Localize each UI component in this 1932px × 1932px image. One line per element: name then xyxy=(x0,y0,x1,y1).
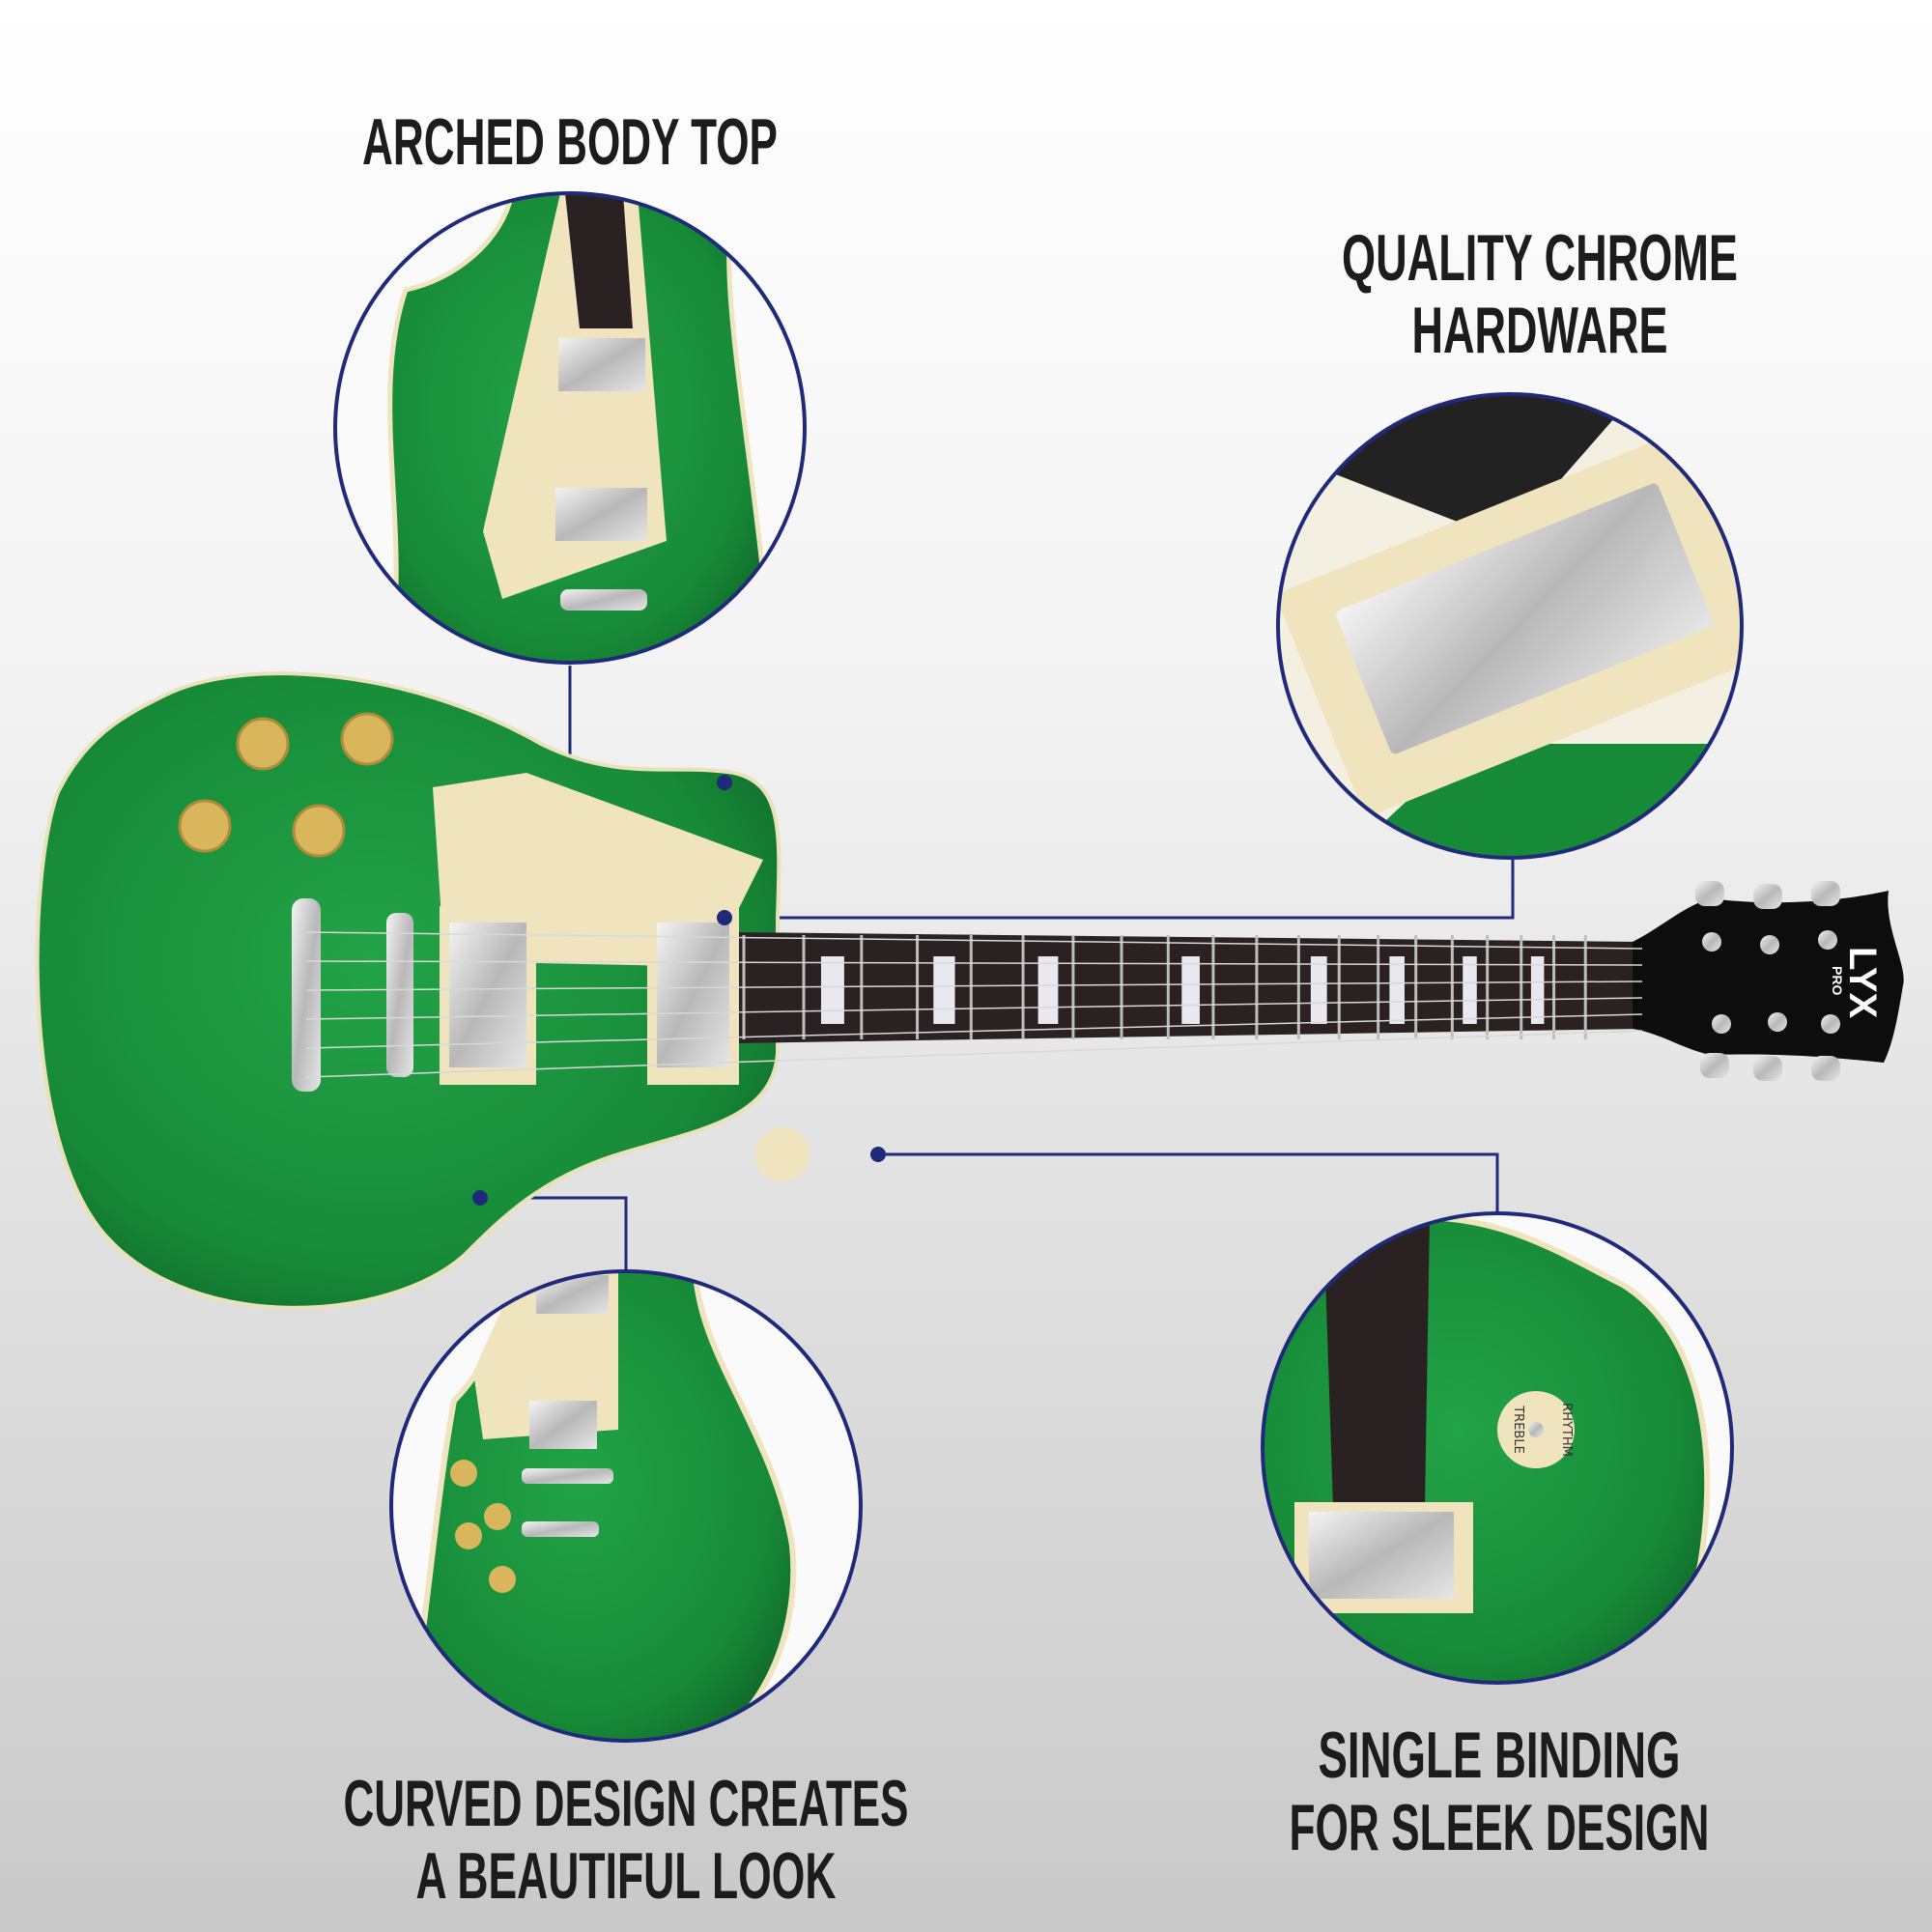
fret-inlay xyxy=(1530,956,1545,1024)
callout-title-chrome-hardware-line1: QUALITY CHROME xyxy=(1342,221,1738,295)
strings xyxy=(305,931,1643,1078)
callout-title-curved-design-line1: CURVED DESIGN CREATES xyxy=(344,1767,909,1840)
string xyxy=(305,980,1643,991)
detail-circle-chrome-hardware xyxy=(1276,392,1744,860)
guitar: LYX PRO xyxy=(35,671,1904,1310)
fret-inlay xyxy=(933,956,955,1024)
detail-circle-arched-body-top xyxy=(333,191,807,665)
fret-inlay xyxy=(1310,956,1327,1024)
connector-chrome-hardware xyxy=(724,860,1515,920)
fret-inlay xyxy=(820,956,844,1024)
fret-inlay xyxy=(1181,956,1200,1024)
string xyxy=(305,1030,1643,1078)
string xyxy=(305,960,1643,966)
callout-title-curved-design-line2: A BEAUTIFUL LOOK xyxy=(416,1839,837,1913)
string xyxy=(305,931,1643,950)
callout-connectors xyxy=(480,666,1515,1271)
callout-dots xyxy=(472,775,886,1206)
switch-label-rhythm: RHYTHM xyxy=(1559,1403,1574,1457)
tuners xyxy=(1695,881,1840,1081)
string xyxy=(305,997,1643,1020)
string xyxy=(305,1013,1643,1049)
callout-title-single-binding-line2: FOR SLEEK DESIGN xyxy=(1290,1791,1710,1864)
svg-text:LYX: LYX xyxy=(1841,947,1884,1018)
tailpiece xyxy=(292,898,321,1092)
fret-inlay xyxy=(1389,956,1405,1024)
bridge xyxy=(386,913,413,1077)
fret-inlay xyxy=(1037,956,1059,1024)
svg-text:PRO: PRO xyxy=(1830,966,1845,995)
callout-title-arched-body-top: ARCHED BODY TOP xyxy=(362,105,778,179)
neck xyxy=(734,932,1642,1043)
control-knobs xyxy=(178,712,394,858)
fret-inlay xyxy=(1463,956,1477,1024)
callout-title-chrome-hardware-line2: HARDWARE xyxy=(1412,294,1668,367)
pickup-bridge xyxy=(647,906,739,1085)
switch-label-treble: TREBLE xyxy=(1511,1405,1525,1454)
brand-logo: LYX PRO xyxy=(1830,947,1884,1018)
connector-single-binding xyxy=(878,1152,1499,1213)
pickup-neck xyxy=(440,906,536,1085)
detail-circle-single-binding: RHYTHM TREBLE xyxy=(1261,1211,1734,1685)
toggle-switch xyxy=(755,1127,810,1181)
callout-title-single-binding-line1: SINGLE BINDING xyxy=(1319,1719,1681,1792)
